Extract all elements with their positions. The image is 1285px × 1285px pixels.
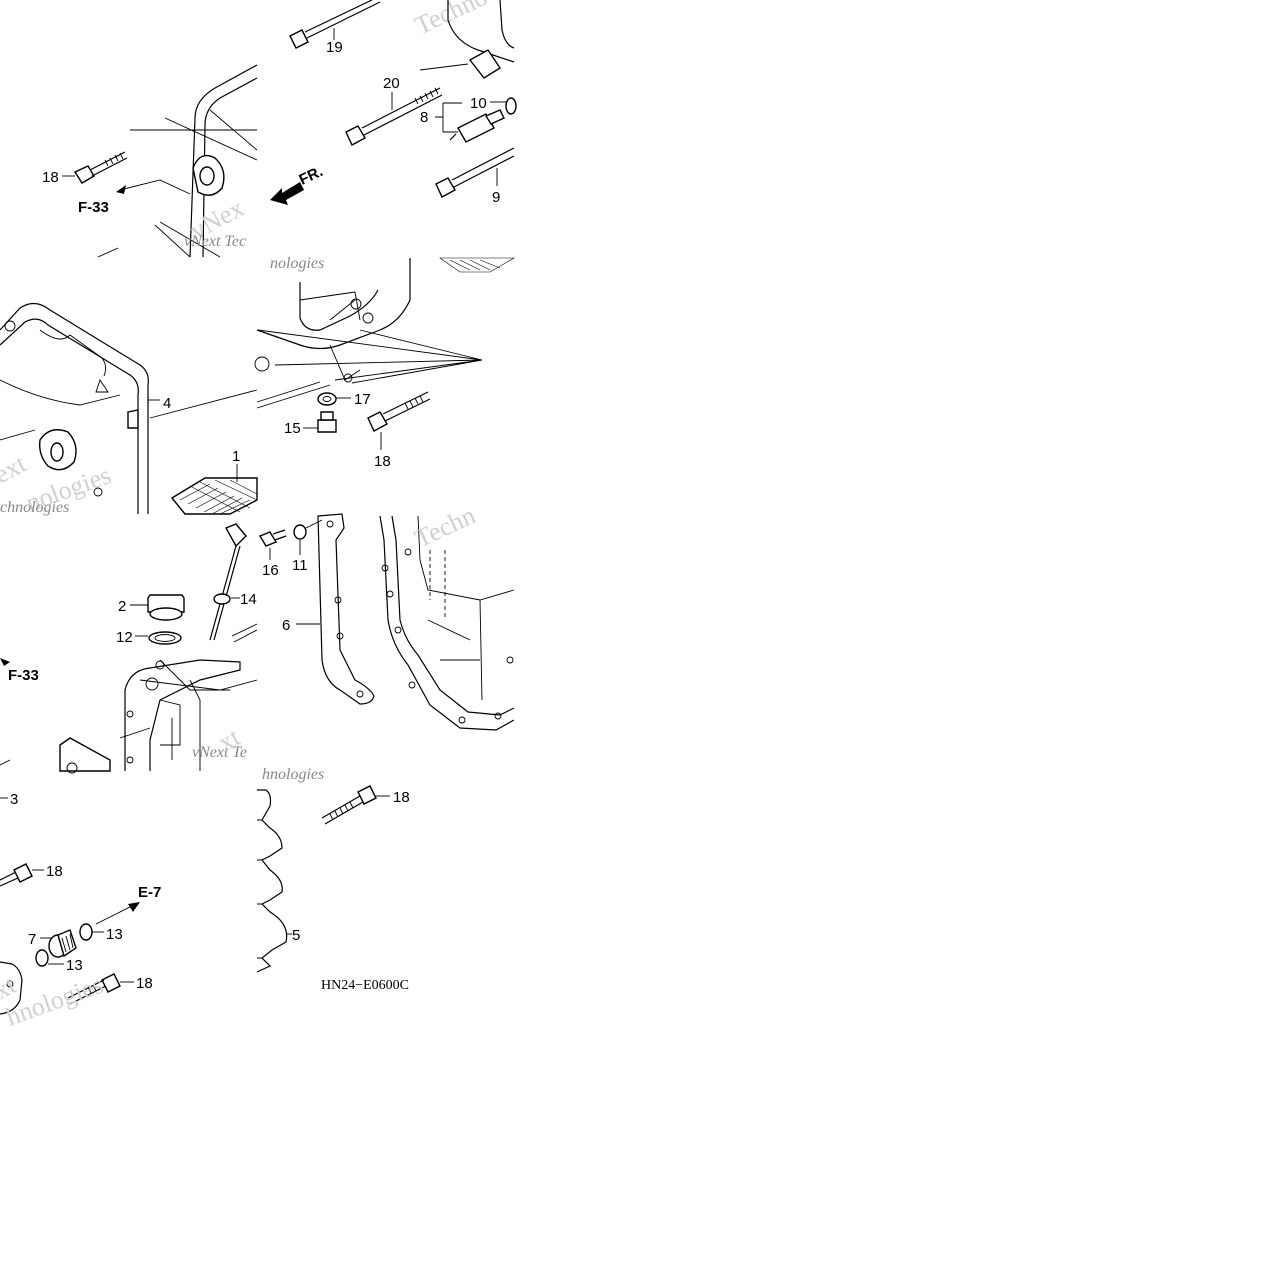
watermark-b: Techno	[410, 0, 491, 40]
callout-18-d: 18	[136, 975, 153, 992]
callout-8: 8	[420, 109, 428, 126]
drain-plug-15	[317, 411, 337, 433]
callout-12: 12	[116, 629, 133, 646]
callout-9: 9	[492, 189, 500, 206]
callout-18-b: 18	[374, 453, 391, 470]
watermark-d: nologies	[270, 255, 324, 272]
bolt-9	[435, 147, 515, 198]
callout-18-c: 18	[46, 863, 63, 880]
callout-15: 15	[284, 420, 301, 437]
strainer-1	[170, 477, 258, 515]
tile-top-left: 18 F-33 vNex vNext Tec	[42, 64, 258, 258]
callout-10: 10	[470, 95, 487, 112]
bolt-16	[258, 529, 287, 547]
sensor-8	[449, 109, 505, 143]
diagram-code: HN24−E0600C	[321, 978, 409, 993]
o-ring-13-a	[79, 923, 93, 941]
tile-lower-center: 16 11 6 Techn xt	[213, 500, 515, 757]
callout-14: 14	[240, 591, 257, 608]
callout-5: 5	[292, 927, 300, 944]
callout-18-a: 18	[42, 169, 59, 186]
filler-cap-2	[147, 594, 185, 621]
bolt-19	[289, 0, 381, 49]
front-direction-arrow: FR.	[270, 163, 326, 205]
watermark-h: hnologies	[262, 766, 324, 783]
o-ring-12	[148, 631, 182, 645]
fr-label: FR.	[297, 163, 326, 189]
callout-13-b: 13	[66, 957, 83, 974]
tile-bottom-center: hnologies 5 18 HN24−E0600C	[256, 766, 410, 993]
bolt-18-e	[321, 785, 377, 825]
fitting-7	[48, 929, 77, 958]
tile-top-middle: Techno 19 20 10 8	[270, 0, 517, 206]
o-ring-13-b	[35, 949, 49, 967]
callout-2: 2	[118, 598, 126, 615]
bolt-18-a	[73, 151, 128, 184]
o-ring-14	[213, 593, 231, 605]
tile-bottom-left: 3 18 E-7 7 13 13	[0, 791, 161, 1032]
bolt-18-b	[367, 391, 431, 432]
gasket-6	[317, 513, 375, 705]
bolt-18-d	[67, 973, 121, 1005]
callout-6: 6	[282, 617, 290, 634]
callout-16: 16	[262, 562, 279, 579]
callout-7: 7	[28, 931, 36, 948]
tile-center: nologies 17 15	[254, 255, 516, 470]
washer-10	[505, 97, 517, 115]
washer-17	[317, 392, 337, 406]
callout-17: 17	[354, 391, 371, 408]
watermark-a2: vNext Tec	[184, 233, 246, 250]
callout-4: 4	[163, 395, 171, 412]
watermark-e: vNext Te	[192, 744, 247, 761]
tile-middle-left: 4 1 ext nologies chnologies	[0, 302, 258, 518]
callout-20: 20	[383, 75, 400, 92]
dipstick-14	[209, 523, 247, 641]
watermark-g2: hnologies	[2, 970, 107, 1032]
o-ring-11	[293, 524, 307, 540]
callout-1: 1	[232, 448, 240, 465]
watermark-c: ext	[0, 448, 32, 489]
callout-3: 3	[10, 791, 18, 808]
callout-19: 19	[326, 39, 343, 56]
callout-18-e: 18	[393, 789, 410, 806]
case-cover	[379, 515, 515, 731]
ref-f33-b: F-33	[8, 667, 39, 684]
watermark-f: Techn	[410, 500, 479, 553]
callout-11: 11	[292, 557, 308, 574]
watermark-c3: chnologies	[0, 499, 69, 516]
ref-f33-a: F-33	[78, 199, 109, 216]
bolt-20	[345, 87, 443, 146]
tile-lower-left: 14 2 12 F-33 vNext Te	[0, 523, 258, 774]
bolt-18-c	[0, 863, 33, 887]
callout-13-a: 13	[106, 926, 123, 943]
ref-e7: E-7	[138, 884, 161, 901]
sleeve	[468, 49, 501, 79]
